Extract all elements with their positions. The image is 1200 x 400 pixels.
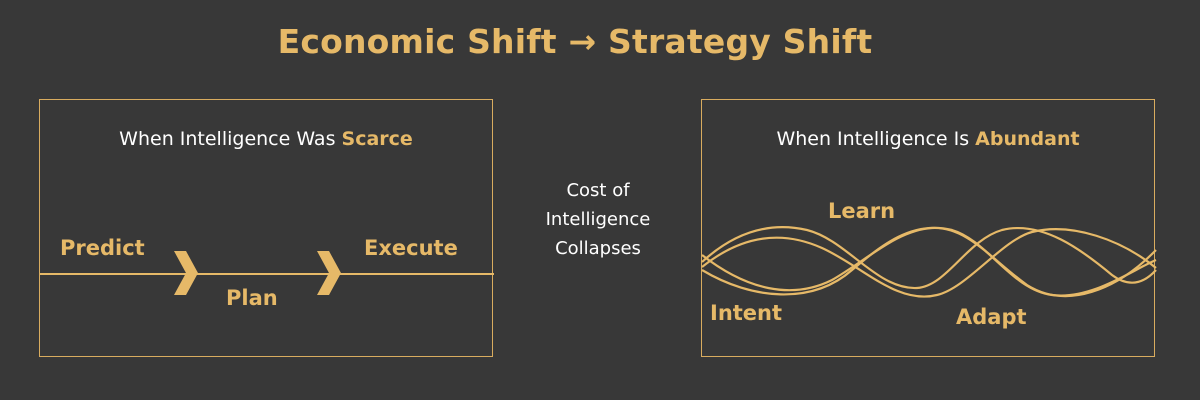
scarce-heading-emphasis: Scarce xyxy=(341,128,413,150)
wave-line xyxy=(701,226,1157,297)
chevron-arrow-icon xyxy=(317,251,341,295)
scarce-panel: When Intelligence Was Scarce Predict Pla… xyxy=(39,99,494,357)
diagram-title: Economic Shift → Strategy Shift xyxy=(277,22,873,61)
scarce-panel-heading: When Intelligence Was Scarce xyxy=(40,128,492,150)
abundant-panel-heading: When Intelligence Is Abundant xyxy=(702,128,1154,150)
wave-loop-graphic xyxy=(701,226,1157,298)
step-predict: Predict xyxy=(60,236,145,260)
abundant-heading-prefix: When Intelligence Is xyxy=(776,128,976,150)
step-adapt: Adapt xyxy=(956,305,1027,329)
step-learn: Learn xyxy=(828,199,896,223)
scarce-heading-prefix: When Intelligence Was xyxy=(119,128,342,150)
step-execute: Execute xyxy=(364,236,458,260)
abundant-panel: When Intelligence Is Abundant Learn Inte… xyxy=(701,99,1157,357)
abundant-heading-emphasis: Abundant xyxy=(975,128,1080,150)
wave-line xyxy=(701,228,1157,298)
transition-caption: Cost of Intelligence Collapses xyxy=(545,180,651,259)
step-intent: Intent xyxy=(710,301,783,325)
linear-process-graphic xyxy=(40,251,494,295)
step-plan: Plan xyxy=(226,286,278,310)
wave-line xyxy=(701,226,1157,290)
chevron-arrow-icon xyxy=(174,251,198,295)
